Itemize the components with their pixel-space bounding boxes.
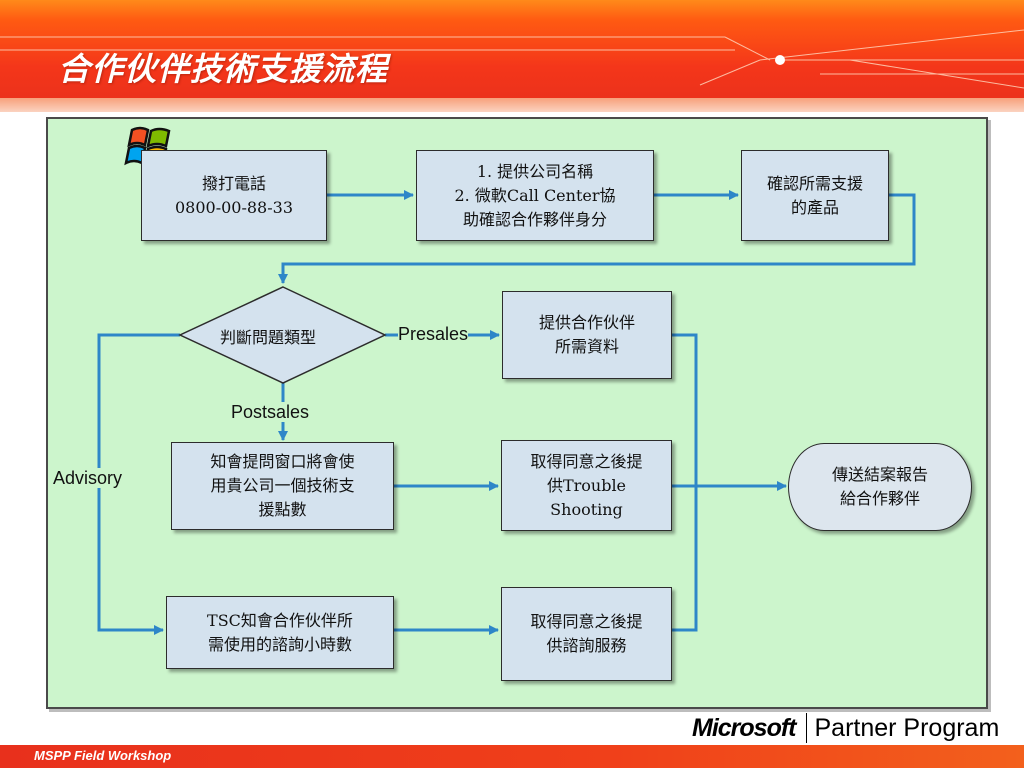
box-tsc-hours-text: TSC知會合作伙伴所 需使用的諮詢小時數 (207, 610, 353, 654)
box-consulting: 取得同意之後提 供諮詢服務 (501, 587, 672, 681)
box-tsc-hours: TSC知會合作伙伴所 需使用的諮詢小時數 (166, 596, 394, 669)
header-band (0, 0, 1024, 112)
brand-divider (805, 713, 807, 743)
header-node-dot (775, 55, 785, 65)
arrow-presales-to-report (672, 333, 698, 632)
box-confirm-product: 確認所需支援 的產品 (741, 150, 889, 241)
brand-company: Microsoft (692, 713, 796, 742)
box-troubleshooting-text: 取得同意之後提 供Trouble Shooting (530, 451, 643, 519)
footer-band: MSPP Field Workshop (0, 745, 1024, 768)
box-presales-info: 提供合作伙伴 所需資料 (502, 291, 672, 379)
terminal-report-text: 傳送結案報告 給合作夥伴 (831, 465, 928, 508)
box-notify-points-text: 知會提問窗口將會使 用貴公司一個技術支 援點數 (210, 452, 355, 519)
box-provide-company: 1. 提供公司名稱 2. 微軟Call Center協 助確認合作夥伴身分 (416, 150, 654, 241)
terminal-report: 傳送結案報告 給合作夥伴 (788, 443, 972, 531)
box-troubleshooting: 取得同意之後提 供Trouble Shooting (501, 440, 672, 531)
slide-title: 合作伙伴技術支援流程 (58, 50, 389, 88)
footer-text: MSPP Field Workshop (34, 748, 172, 763)
label-postsales: Postsales (231, 402, 310, 422)
decision-diamond (178, 286, 387, 384)
box-presales-info-text: 提供合作伙伴 所需資料 (538, 313, 635, 356)
label-presales: Presales (398, 324, 469, 344)
arrow-product-to-decision (278, 193, 916, 284)
box-provide-company-text: 1. 提供公司名稱 2. 微軟Call Center協 助確認合作夥伴身分 (454, 161, 616, 229)
header-decoration-lines (0, 29, 1024, 89)
label-advisory: Advisory (53, 468, 123, 488)
brand-program: Partner Program (814, 713, 1000, 742)
header-sub-band (0, 98, 1024, 112)
microsoft-partner-brand: Microsoft Partner Program (692, 712, 999, 744)
box-call-phone: 撥打電話 0800-00-88-33 (141, 150, 327, 241)
box-notify-points: 知會提問窗口將會使 用貴公司一個技術支 援點數 (171, 442, 394, 530)
box-consulting-text: 取得同意之後提 供諮詢服務 (530, 612, 643, 655)
decision-text: 判斷問題類型 (220, 328, 317, 347)
box-call-phone-text: 撥打電話 0800-00-88-33 (174, 173, 293, 217)
box-confirm-product-text: 確認所需支援 的產品 (766, 173, 863, 217)
